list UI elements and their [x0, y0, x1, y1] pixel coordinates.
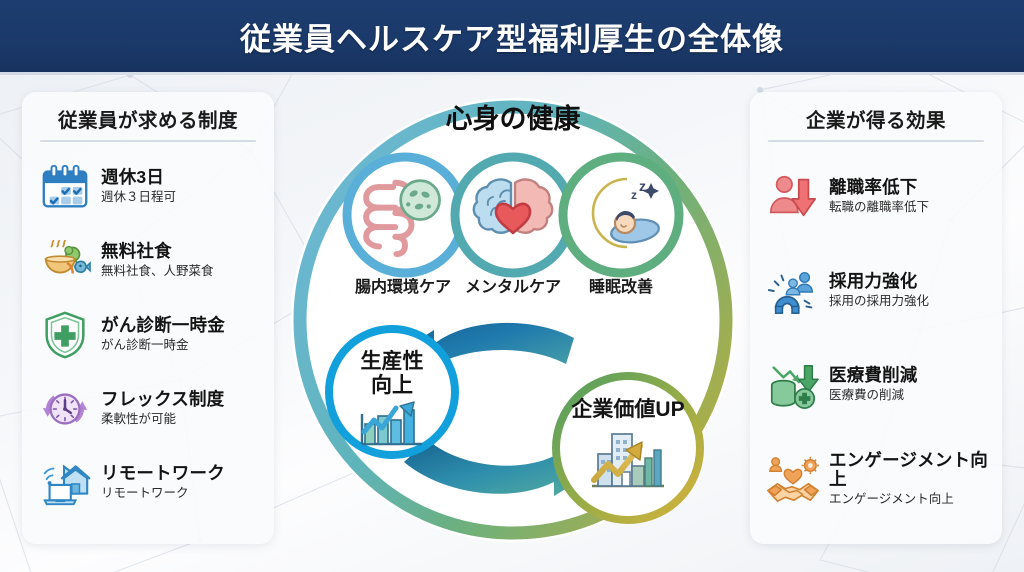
- list-item-title: 週休3日: [101, 167, 165, 188]
- list-item[interactable]: 離職率低下 転職の離職率低下: [760, 150, 992, 244]
- health-node-label-3: 睡眠改善: [589, 277, 653, 296]
- flex-clock-icon: [42, 393, 88, 425]
- list-item-title: エンゲージメント向上: [829, 449, 988, 490]
- magnet-recruit-icon: [767, 271, 814, 314]
- list-item-text: 週休3日 週休３日程可: [101, 168, 176, 205]
- business-value-label: 企業価値UP: [570, 397, 684, 421]
- svg-text:z: z: [631, 188, 637, 202]
- medical-cost-down-icon: [770, 364, 819, 410]
- list-item-subtitle: 転職の離職率低下: [829, 199, 930, 214]
- health-node-label-2: メンタルケア: [465, 278, 561, 296]
- list-item[interactable]: 採用力強化 採用の採用力強化: [760, 244, 992, 338]
- center-diagram: 心身の健康: [282, 80, 744, 560]
- handshake-engagement-icon: [767, 456, 820, 502]
- list-item-title: リモートワーク: [101, 463, 225, 484]
- list-item-text: リモートワーク リモートワーク: [101, 464, 225, 501]
- list-item-title: 採用力強化: [829, 271, 918, 292]
- list-item-title: フレックス制度: [101, 389, 225, 410]
- list-item-text: 無料社食 無料社食、人野菜食: [101, 242, 214, 279]
- list-item[interactable]: エンゲージメント向上 エンゲージメント向上: [760, 432, 992, 526]
- list-item-subtitle: 週休３日程可: [101, 189, 177, 204]
- cycle-arrow-lower: [404, 440, 600, 496]
- brain-heart-icon: [472, 178, 554, 235]
- left-panel-title: 従業員が求める制度: [57, 110, 238, 132]
- list-item-title: 離職率低下: [829, 177, 918, 198]
- list-item[interactable]: フレックス制度 柔軟性が可能: [32, 372, 264, 446]
- left-panel-divider: [40, 140, 256, 142]
- left-panel: 従業員が求める制度: [22, 92, 274, 544]
- list-item-text: がん診断一時金 がん診断一時金: [101, 316, 225, 353]
- productivity-label-line2: 向上: [371, 373, 413, 397]
- list-item-title: がん診断一時金: [101, 315, 225, 336]
- list-item[interactable]: 無料社食 無料社食、人野菜食: [32, 224, 264, 298]
- list-item-subtitle: 医療費の削減: [829, 387, 905, 402]
- right-panel-item-list: 離職率低下 転職の離職率低下: [760, 150, 992, 526]
- page-title: 従業員ヘルスケア型福利厚生の全体像: [240, 21, 784, 57]
- right-panel: 企業が得る効果 離職率低下 転職の離職率低下: [750, 92, 1002, 544]
- cycle-diagram-svg: 心身の健康: [291, 98, 735, 542]
- svg-text:z: z: [639, 178, 646, 194]
- list-item-subtitle: 無料社食、人野菜食: [101, 263, 214, 278]
- intestine-icon: [363, 179, 441, 258]
- list-item-subtitle: 柔軟性が可能: [101, 411, 177, 426]
- sleep-moon-icon: z z: [591, 177, 660, 249]
- list-item-text: エンゲージメント向上 エンゲージメント向上: [829, 449, 990, 508]
- right-panel-title: 企業が得る効果: [805, 110, 946, 132]
- list-item[interactable]: リモートワーク リモートワーク: [32, 446, 264, 520]
- list-item-subtitle: 採用の採用力強化: [829, 293, 930, 308]
- cycle-arrow-upper: [390, 322, 574, 380]
- list-item-text: フレックス制度 柔軟性が可能: [101, 390, 224, 427]
- header-bar: 従業員ヘルスケア型福利厚生の全体像: [0, 0, 1024, 72]
- shield-cross-icon: [45, 311, 85, 359]
- meal-bowl-icon: [44, 239, 91, 274]
- building-growth-icon: [591, 433, 664, 488]
- right-panel-divider: [768, 140, 984, 142]
- list-item-subtitle: がん診断一時金: [101, 337, 189, 352]
- productivity-node-ring: [325, 325, 459, 459]
- left-panel-item-list: 週休3日 週休３日程可: [32, 150, 264, 520]
- bar-chart-up-icon: [360, 401, 422, 446]
- health-section-label: 心身の健康: [446, 103, 582, 134]
- list-item[interactable]: がん診断一時金 がん診断一時金: [32, 298, 264, 372]
- list-item[interactable]: 週休3日 週休３日程可: [32, 150, 264, 224]
- list-item-title: 無料社食: [101, 241, 172, 262]
- remote-work-icon: [43, 464, 91, 506]
- productivity-label-line1: 生産性: [361, 349, 424, 373]
- list-item-subtitle: エンゲージメント向上: [829, 491, 954, 506]
- list-item-title: 医療費削減: [829, 365, 918, 386]
- outer-cycle-ring: [293, 100, 733, 540]
- health-node-label-1: 腸内環境ケア: [355, 277, 451, 296]
- list-item-text: 離職率低下 転職の離職率低下: [829, 178, 929, 215]
- turnover-down-icon: [769, 175, 817, 217]
- list-item-text: 採用力強化 採用の採用力強化: [829, 272, 929, 309]
- list-item[interactable]: 医療費削減 医療費の削減: [760, 338, 992, 432]
- calendar-icon: [42, 164, 88, 208]
- list-item-subtitle: リモートワーク: [101, 485, 189, 500]
- list-item-text: 医療費削減 医療費の削減: [829, 366, 918, 403]
- header-divider: [0, 72, 1024, 75]
